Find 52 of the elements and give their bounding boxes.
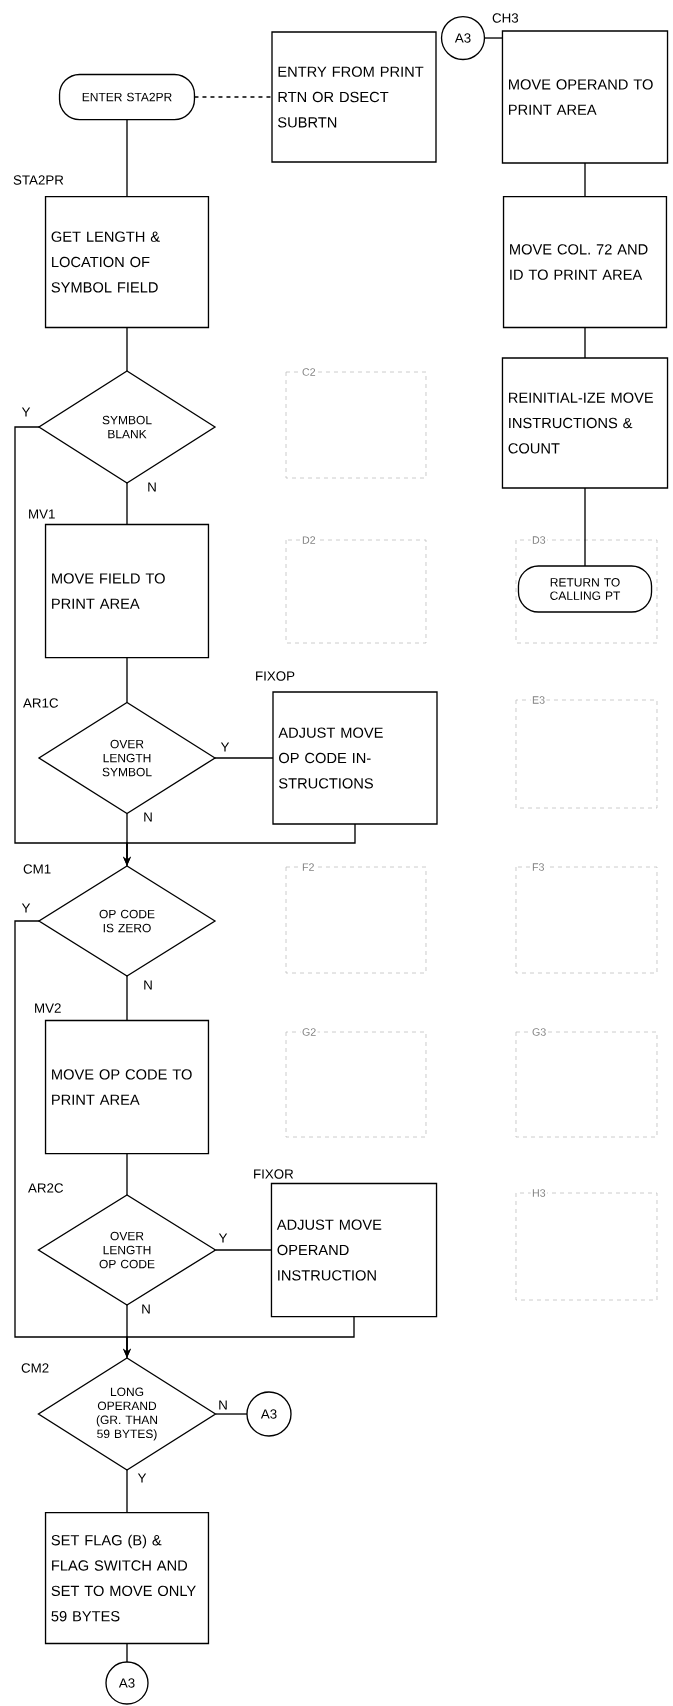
grid-box: H3 (515, 1187, 658, 1301)
grid-box: F3 (515, 861, 658, 974)
grid-box: F2 (285, 861, 427, 974)
branch-label: Y (20, 902, 32, 914)
branch-label: Y (217, 1232, 229, 1244)
flow-line (126, 975, 128, 1022)
flow-line (126, 812, 128, 867)
flow-line (126, 482, 128, 526)
process-box: MOVE COL. 72 AND ID TO PRINT AREA (502, 195, 668, 329)
step-label: STA2PR (13, 175, 64, 185)
flow-line (584, 326, 586, 359)
process-box: MOVE OPERAND TO PRINT AREA (501, 30, 669, 164)
process-box: SET FLAG (B) & FLAG SWITCH AND SET TO MOVE ONLY 59 BYTES (44, 1511, 210, 1645)
step-label: MV2 (35, 1003, 61, 1013)
flow-line (126, 1304, 128, 1359)
flow-line (126, 1152, 128, 1196)
flow-line (584, 487, 586, 567)
process-box: REINITIAL-IZE MOVE INSTRUCTIONS & COUNT (501, 357, 669, 489)
dashed-line (193, 96, 273, 98)
grid-box: G2 (285, 1026, 427, 1138)
flow-line (584, 162, 586, 198)
flow-line (214, 1249, 273, 1251)
process-box: ADJUST MOVE OPERAND INSTRUCTION (270, 1182, 438, 1318)
step-label: MV1 (29, 509, 55, 519)
grid-box: D2 (285, 534, 427, 644)
branch-label: N (141, 979, 155, 991)
flow-line (126, 656, 128, 704)
branch-label: Y (219, 741, 231, 753)
process-box: ADJUST MOVE OP CODE IN-STRUCTIONS (272, 691, 438, 825)
flow-line (214, 1413, 248, 1415)
step-label: FIXOR (254, 1169, 294, 1179)
step-label: CH3 (492, 13, 519, 23)
flow-line (214, 757, 274, 759)
branch-label: N (145, 481, 159, 493)
annotation-box: ENTRY FROM PRINT RTN OR DSECT SUBRTN (271, 31, 437, 163)
flow-line (126, 326, 128, 372)
grid-box: E3 (515, 694, 658, 809)
branch-label: Y (20, 406, 32, 418)
step-label: AR2C (28, 1183, 64, 1193)
branch-label: Y (136, 1472, 148, 1484)
process-box: MOVE FIELD TO PRINT AREA (44, 523, 210, 659)
grid-box: G3 (515, 1026, 658, 1138)
grid-box: C2 (285, 366, 427, 479)
step-label: FIXOP (256, 671, 295, 681)
flow-line (126, 1642, 128, 1663)
process-box: MOVE OP CODE TO PRINT AREA (44, 1019, 210, 1155)
process-box: GET LENGTH & LOCATION OF SYMBOL FIELD (44, 195, 210, 329)
flow-line (126, 118, 128, 198)
branch-label: N (216, 1399, 230, 1411)
branch-label: N (139, 1303, 153, 1315)
flow-line (126, 1469, 128, 1514)
flow-line (483, 37, 504, 39)
